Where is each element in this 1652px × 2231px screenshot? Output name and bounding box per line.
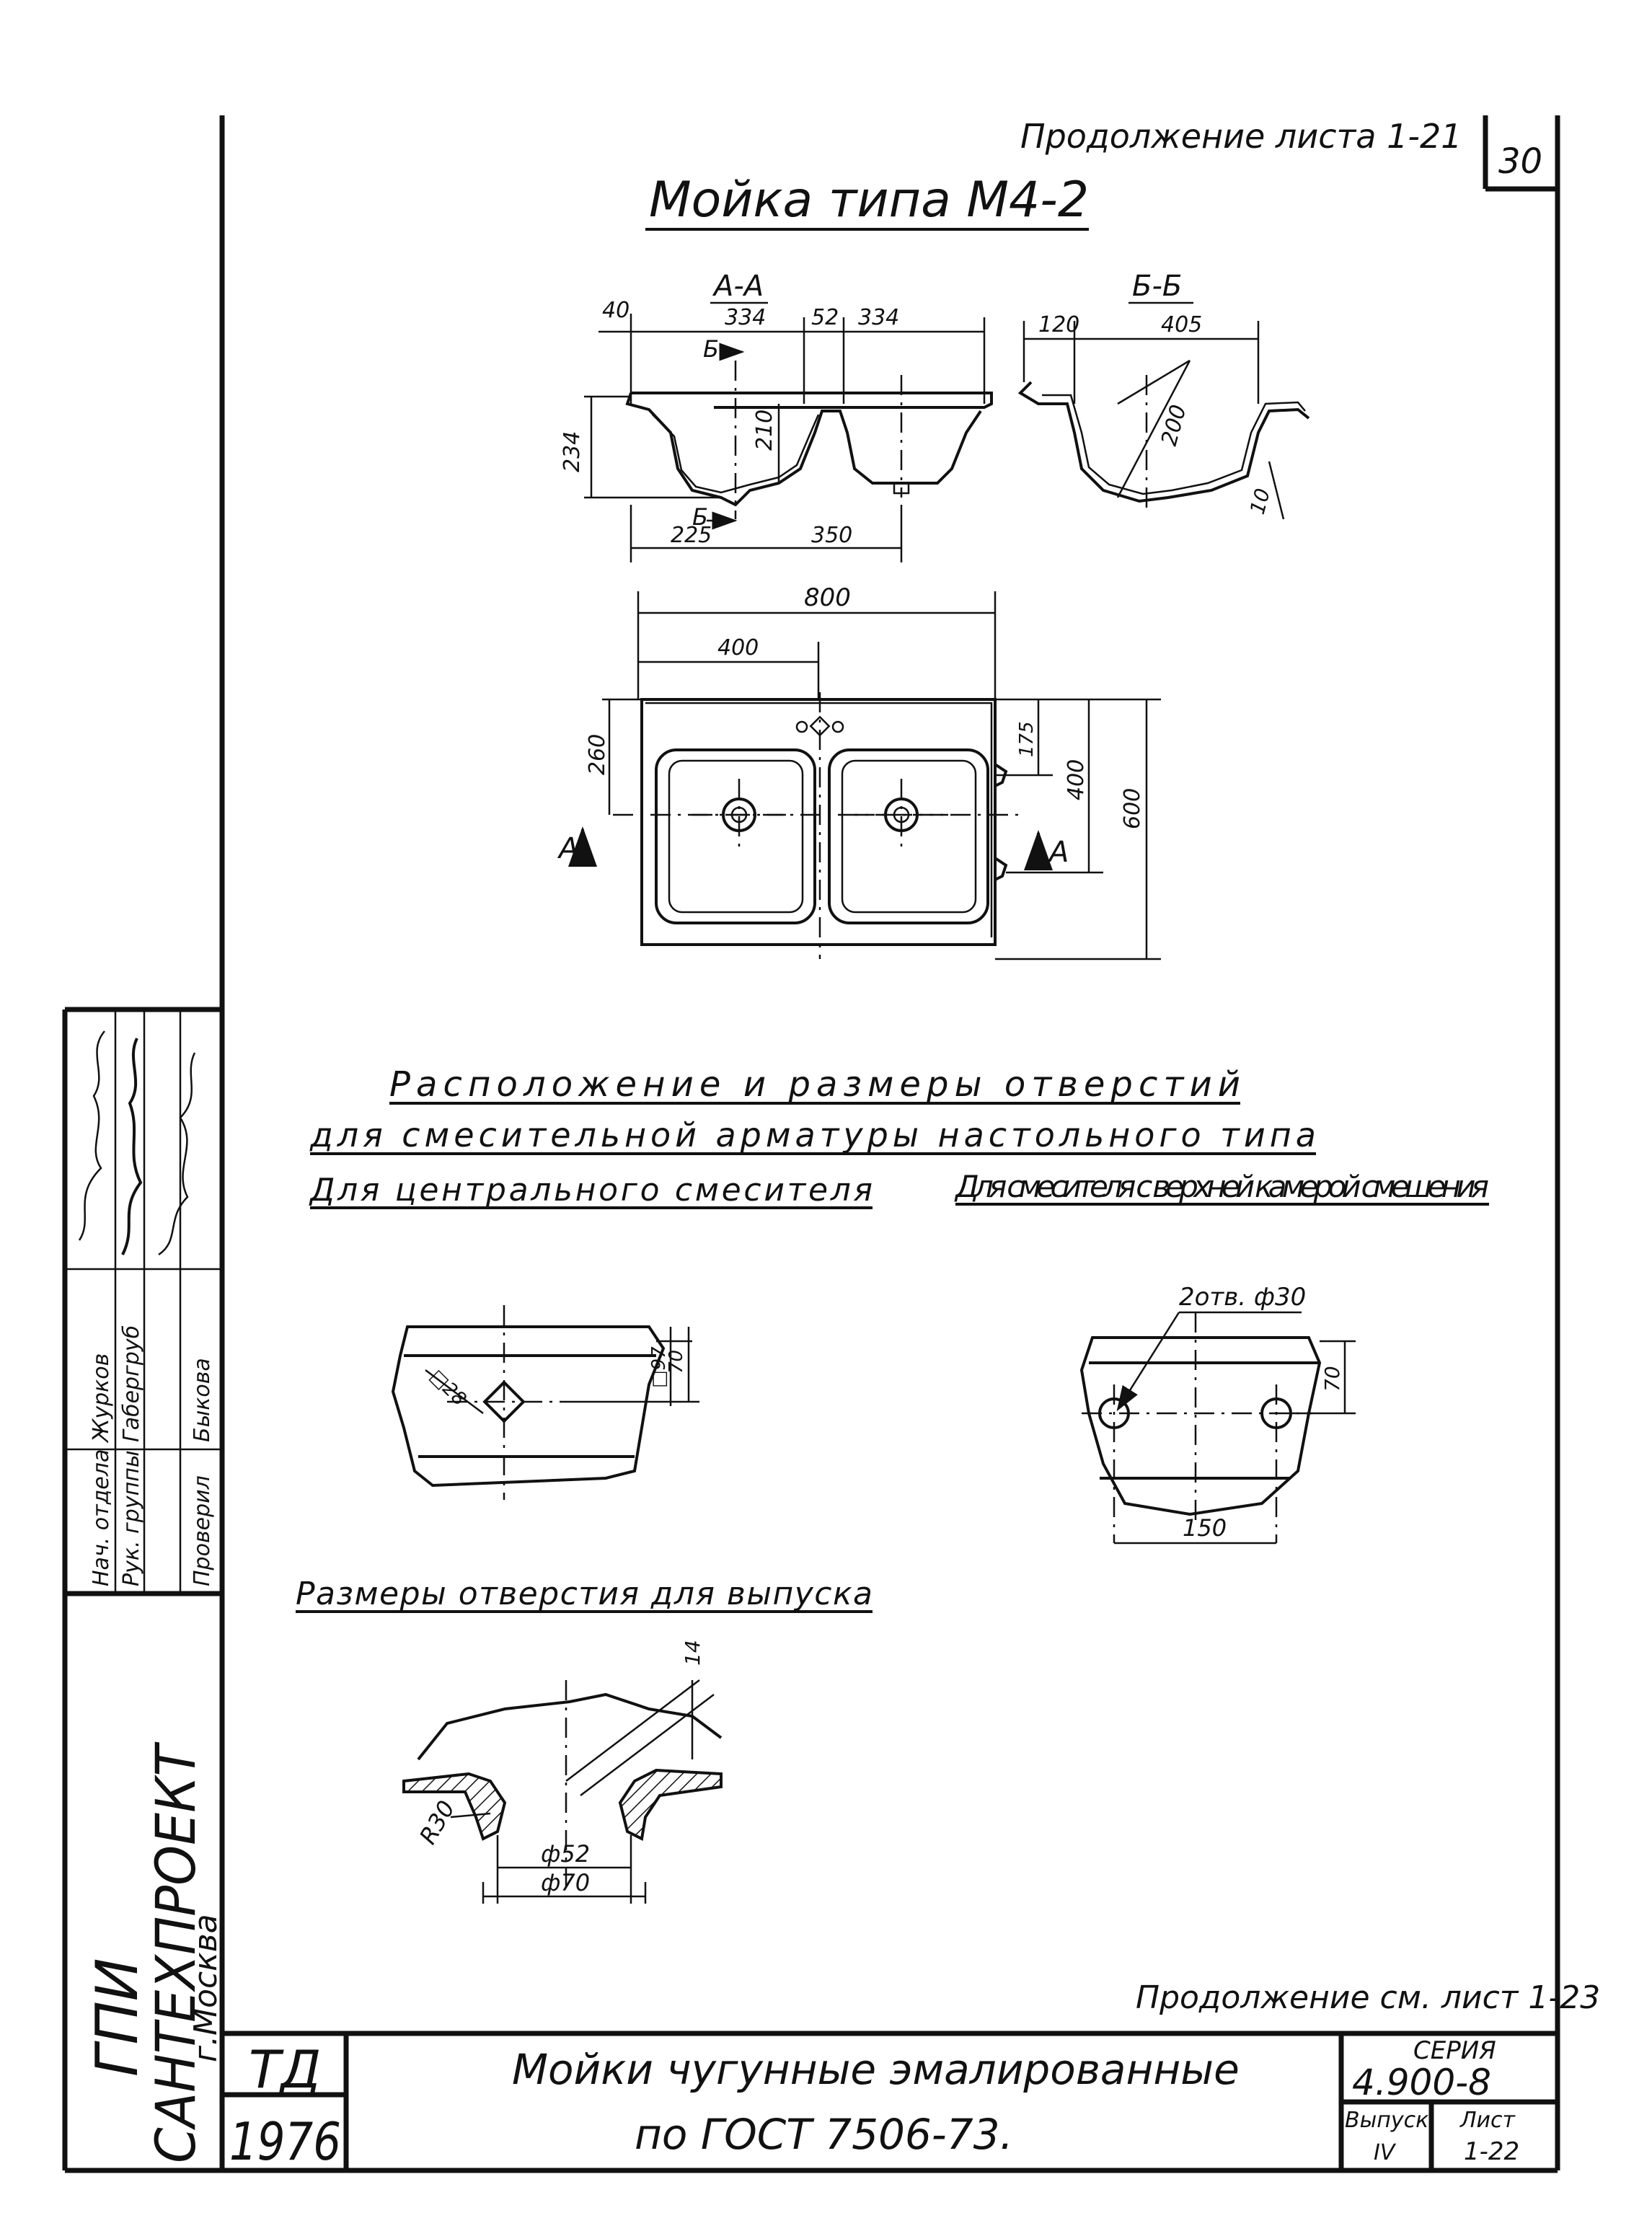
section-aa-drawing: А-А 40 334 52 334 Б Б 234 210 225 (560, 270, 993, 562)
dim-bb-200: 200 (1157, 402, 1192, 449)
dim-bb-405: 405 (1161, 312, 1202, 337)
dim-plan-175: 175 (1016, 721, 1038, 757)
name-bykova: Быкова (190, 1358, 215, 1442)
signature-3 (158, 1052, 196, 1256)
dim-aa-225: 225 (671, 523, 712, 548)
dim-spacing-150: 150 (1183, 1514, 1227, 1542)
section-bb-label: Б-Б (1132, 270, 1182, 303)
sheet-frame (219, 115, 1560, 2173)
dim-plan-600: 600 (1120, 788, 1145, 829)
title-block: ТД 1976 Мойки чугунные эмалированные по … (222, 2031, 1558, 2172)
td-mark: ТД (249, 2039, 321, 2100)
dim-aa-234: 234 (560, 431, 585, 472)
issue-value: IV (1374, 2140, 1397, 2165)
main-title: Мойка типа М4-2 (649, 172, 1089, 229)
central-mixer-drawing: Для центрального смесителя □28 □97 70 (309, 1172, 873, 1500)
signature-1 (78, 1030, 105, 1241)
dim-plan-260: 260 (585, 734, 610, 775)
cut-mark-b-top: Б (703, 335, 719, 363)
central-mixer-heading: Для центрального смесителя (309, 1172, 873, 1209)
org-line2: САНТЕХПРОЕКТ (143, 1741, 208, 2163)
dim-aa-334-left: 334 (725, 305, 766, 330)
continuation-top: Продолжение листа 1-21 (1020, 117, 1462, 156)
holes-heading-line1: Расположение и размеры отверстий (389, 1064, 1240, 1105)
continuation-bottom: Продолжение см. лист 1-23 (1136, 1979, 1600, 2016)
outlet-drawing: Размеры отверстия для выпуска ф52 ф70 R3… (296, 1576, 873, 1904)
upper-chamber-mixer-drawing: Для смесителя с верхней камерой смешения… (954, 1169, 1489, 1545)
holes-heading-line2: для смесительной арматуры настольного ти… (309, 1116, 1316, 1154)
dim-r30: R30 (414, 1795, 460, 1849)
series-label: СЕРИЯ (1413, 2036, 1496, 2065)
name-gabergrub: Габергруб (119, 1325, 144, 1442)
dim-square-28: □28 (425, 1366, 470, 1410)
page-number: 30 (1498, 141, 1542, 182)
role-group: Рук. группы (119, 1450, 144, 1586)
org-line3: г.Москва (187, 1914, 224, 2062)
dim-offset-70-upper: 70 (1320, 1366, 1344, 1392)
role-head: Нач. отдела (89, 1449, 114, 1586)
dim-bb-10: 10 (1245, 486, 1275, 517)
plan-view-drawing: 800 400 260 175 400 (557, 583, 1161, 960)
dim-aa-350: 350 (811, 523, 852, 548)
dim-plan-400-side: 400 (1064, 759, 1089, 800)
doc-title-line2: по ГОСТ 7506-73. (635, 2110, 1013, 2159)
signature-2 (121, 1038, 143, 1255)
year: 1976 (229, 2111, 341, 2172)
dim-plan-400: 400 (717, 635, 759, 661)
section-aa-label: А-А (712, 270, 764, 303)
upper-chamber-heading: Для смесителя с верхней камерой смешения (954, 1169, 1489, 1204)
dim-aa-334-right: 334 (858, 305, 899, 330)
dim-square-97: □97 (648, 1346, 670, 1388)
dim-aa-40: 40 (602, 298, 630, 323)
section-mark-a-left: А (557, 832, 578, 865)
sheet-label: Лист (1459, 2108, 1516, 2133)
sheet-value: 1-22 (1464, 2137, 1519, 2166)
issue-label: Выпуск (1345, 2108, 1428, 2133)
dim-offset-70-central: 70 (666, 1350, 687, 1374)
role-checked: Проверил (190, 1475, 215, 1586)
dim-d52: ф52 (541, 1840, 590, 1868)
dim-aa-52: 52 (811, 305, 839, 330)
dim-aa-210: 210 (752, 410, 777, 451)
dim-holes-30: 2отв. ф30 (1179, 1283, 1306, 1312)
left-stamp: ГПИ САНТЕХПРОЕКТ г.Москва Нач. отдела Ру… (62, 1007, 224, 2173)
cut-mark-b-bottom: Б (692, 503, 708, 531)
dim-d70: ф70 (541, 1869, 590, 1896)
doc-title-line1: Мойки чугунные эмалированные (512, 2045, 1240, 2094)
section-bb-drawing: Б-Б 120 405 200 10 (1017, 270, 1310, 520)
series-value: 4.900-8 (1352, 2062, 1491, 2103)
outlet-heading: Размеры отверстия для выпуска (296, 1576, 873, 1612)
org-line1: ГПИ (84, 1958, 151, 2077)
holes-heading: Расположение и размеры отверстий для сме… (309, 1064, 1316, 1155)
dim-14: 14 (681, 1640, 704, 1666)
section-mark-a-right: А (1047, 836, 1069, 869)
dim-bb-120: 120 (1038, 312, 1079, 337)
dim-plan-800: 800 (804, 583, 851, 612)
name-zhurkov: Журков (89, 1353, 114, 1444)
